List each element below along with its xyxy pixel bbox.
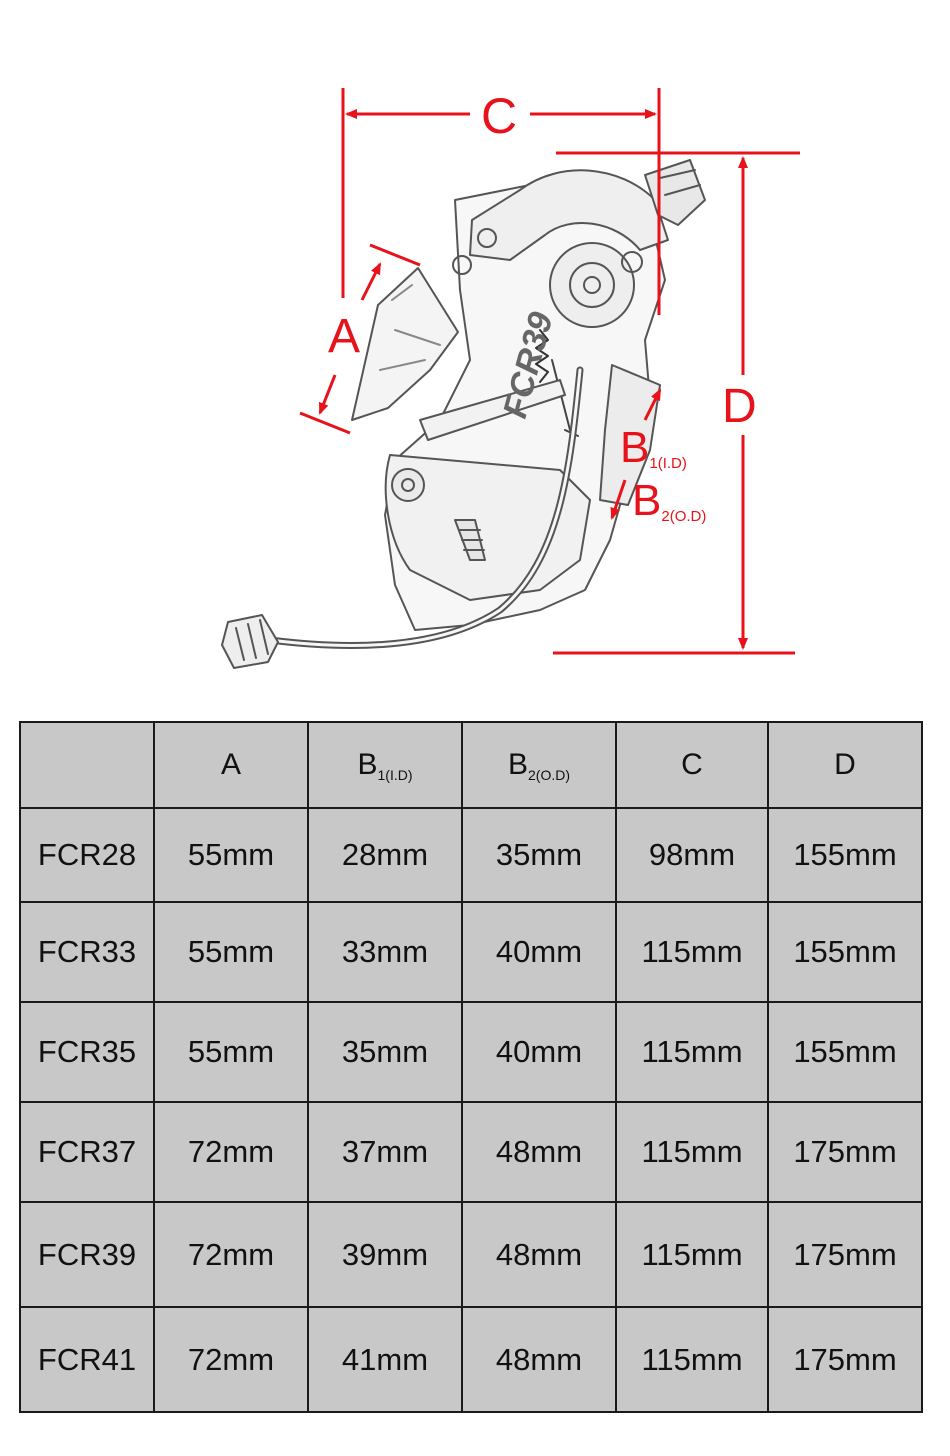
header-c-main: C — [681, 748, 703, 781]
dimension-d — [553, 151, 800, 655]
cell-c: 115mm — [615, 901, 769, 1003]
cell-d: 155mm — [767, 807, 923, 903]
cell-b1: 39mm — [307, 1201, 463, 1308]
cell-d: 155mm — [767, 901, 923, 1003]
header-a-main: A — [220, 748, 241, 781]
cell-d: 175mm — [767, 1306, 923, 1413]
cell-b2: 48mm — [461, 1101, 617, 1203]
header-c: C — [615, 721, 769, 809]
model-cell: FCR33 — [19, 901, 155, 1003]
header-b1-main: B — [357, 747, 378, 781]
table-row: FCR39 72mm 39mm 48mm 115mm 175mm — [19, 1201, 923, 1308]
dimension-c-label: C — [481, 88, 517, 144]
dimension-a — [299, 243, 421, 435]
model-cell: FCR37 — [19, 1101, 155, 1203]
header-b1: B1(I.D) — [307, 721, 463, 809]
dimension-b2-main: B — [632, 476, 661, 525]
cell-b1: 35mm — [307, 1001, 463, 1103]
cell-a: 72mm — [153, 1101, 309, 1203]
cell-d: 175mm — [767, 1101, 923, 1203]
cell-b2: 35mm — [461, 807, 617, 903]
table-row: FCR37 72mm 37mm 48mm 115mm 175mm — [19, 1101, 923, 1203]
dimension-b — [610, 388, 662, 520]
header-a: A — [153, 721, 309, 809]
dimension-c — [341, 88, 661, 315]
throttle-pulley — [549, 242, 635, 328]
dimension-b2-label: B2(O.D) — [632, 476, 706, 525]
dimension-b1-sub: 1(I.D) — [649, 455, 687, 472]
outlet-flange — [599, 364, 661, 506]
carburetor-dimension-diagram: FCR39 C D A B1(I.D) B2(O.D) — [221, 88, 800, 669]
cell-a: 72mm — [153, 1306, 309, 1413]
table-header-row: A B1(I.D) B2(O.D) C D — [19, 721, 923, 809]
header-b2-sub: 2(O.D) — [528, 766, 570, 783]
cell-a: 55mm — [153, 807, 309, 903]
header-b2-main: B — [507, 747, 528, 781]
table-row: FCR41 72mm 41mm 48mm 115mm 175mm — [19, 1306, 923, 1413]
top-cover — [469, 169, 669, 261]
header-b2: B2(O.D) — [461, 721, 617, 809]
carburetor-illustration — [221, 159, 706, 669]
table-row: FCR28 55mm 28mm 35mm 98mm 155mm — [19, 807, 923, 903]
model-cell: FCR28 — [19, 807, 155, 903]
cell-c: 115mm — [615, 1201, 769, 1308]
cell-b2: 40mm — [461, 901, 617, 1003]
cell-b1: 33mm — [307, 901, 463, 1003]
cell-c: 115mm — [615, 1001, 769, 1103]
cable-end-nut — [221, 614, 279, 669]
cell-c: 98mm — [615, 807, 769, 903]
table-row: FCR33 55mm 33mm 40mm 115mm 155mm — [19, 901, 923, 1003]
model-cell: FCR41 — [19, 1306, 155, 1413]
model-cell: FCR39 — [19, 1201, 155, 1308]
header-d: D — [767, 721, 923, 809]
cell-b2: 40mm — [461, 1001, 617, 1103]
header-d-main: D — [834, 748, 856, 781]
header-b1-sub: 1(I.D) — [377, 766, 413, 783]
intake-bell — [351, 267, 459, 421]
dimension-a-label: A — [328, 310, 360, 363]
cell-c: 115mm — [615, 1101, 769, 1203]
header-empty — [19, 721, 155, 809]
cell-d: 175mm — [767, 1201, 923, 1308]
cell-c: 115mm — [615, 1306, 769, 1413]
dimension-spec-table: A B1(I.D) B2(O.D) C D FCR28 55mm 28mm 35… — [19, 721, 923, 1413]
cell-b1: 41mm — [307, 1306, 463, 1413]
cell-d: 155mm — [767, 1001, 923, 1103]
cell-b2: 48mm — [461, 1201, 617, 1308]
dimension-d-label: D — [722, 380, 757, 433]
throttle-spring — [535, 329, 549, 383]
model-cell: FCR35 — [19, 1001, 155, 1103]
dimension-b2-sub: 2(O.D) — [661, 508, 706, 525]
table-row: FCR35 55mm 35mm 40mm 115mm 155mm — [19, 1001, 923, 1103]
cell-b1: 28mm — [307, 807, 463, 903]
dimension-b1-main: B — [620, 423, 649, 472]
cell-b1: 37mm — [307, 1101, 463, 1203]
cell-a: 55mm — [153, 901, 309, 1003]
cell-a: 72mm — [153, 1201, 309, 1308]
cell-a: 55mm — [153, 1001, 309, 1103]
dimension-b1-label: B1(I.D) — [620, 423, 687, 472]
cell-b2: 48mm — [461, 1306, 617, 1413]
